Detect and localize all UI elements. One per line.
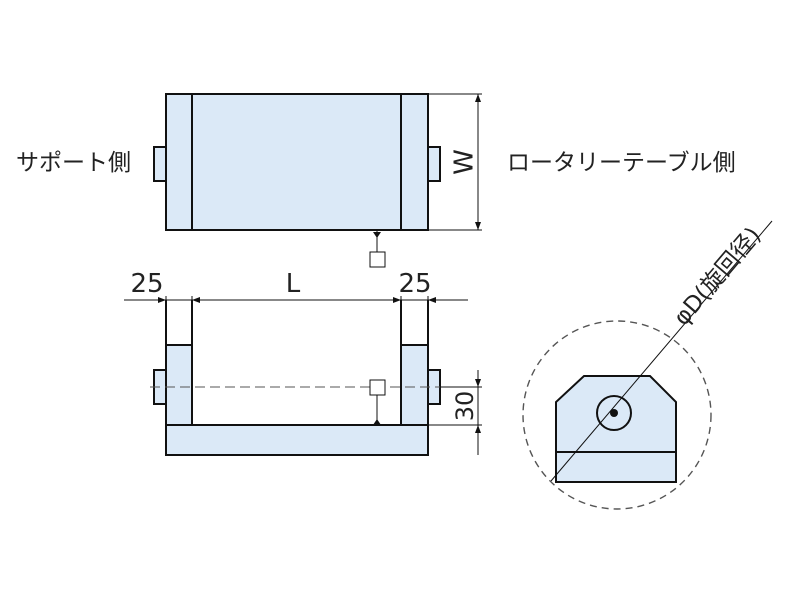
height-30-label: 30 [451, 391, 479, 422]
front-left-block [165, 344, 193, 426]
width-label: W [450, 149, 480, 175]
front-base-plate [165, 424, 429, 456]
rotary-table-side-label: ロータリーテーブル側 [507, 150, 736, 176]
rotation-circle [522, 320, 712, 510]
support-side-label: サポート側 [16, 150, 131, 176]
top-body [165, 93, 429, 231]
side-view: φD(旋回径) [522, 220, 773, 510]
right-margin-label: 25 [398, 269, 431, 299]
top-left-shaft [153, 146, 167, 182]
left-margin-label: 25 [130, 269, 163, 299]
rotation-diameter-label: φD(旋回径) [669, 223, 766, 331]
diameter-line [550, 220, 773, 482]
front-right-block [400, 344, 429, 426]
top-view: W サポート側 ロータリーテーブル側 [16, 93, 736, 231]
length-label: L [286, 269, 301, 299]
shaft-hole-center [610, 409, 618, 417]
front-view: 25 L 25 30 [124, 269, 482, 456]
top-right-shaft [427, 146, 441, 182]
side-block-base [555, 451, 677, 483]
center-mark-symbol [369, 230, 386, 268]
